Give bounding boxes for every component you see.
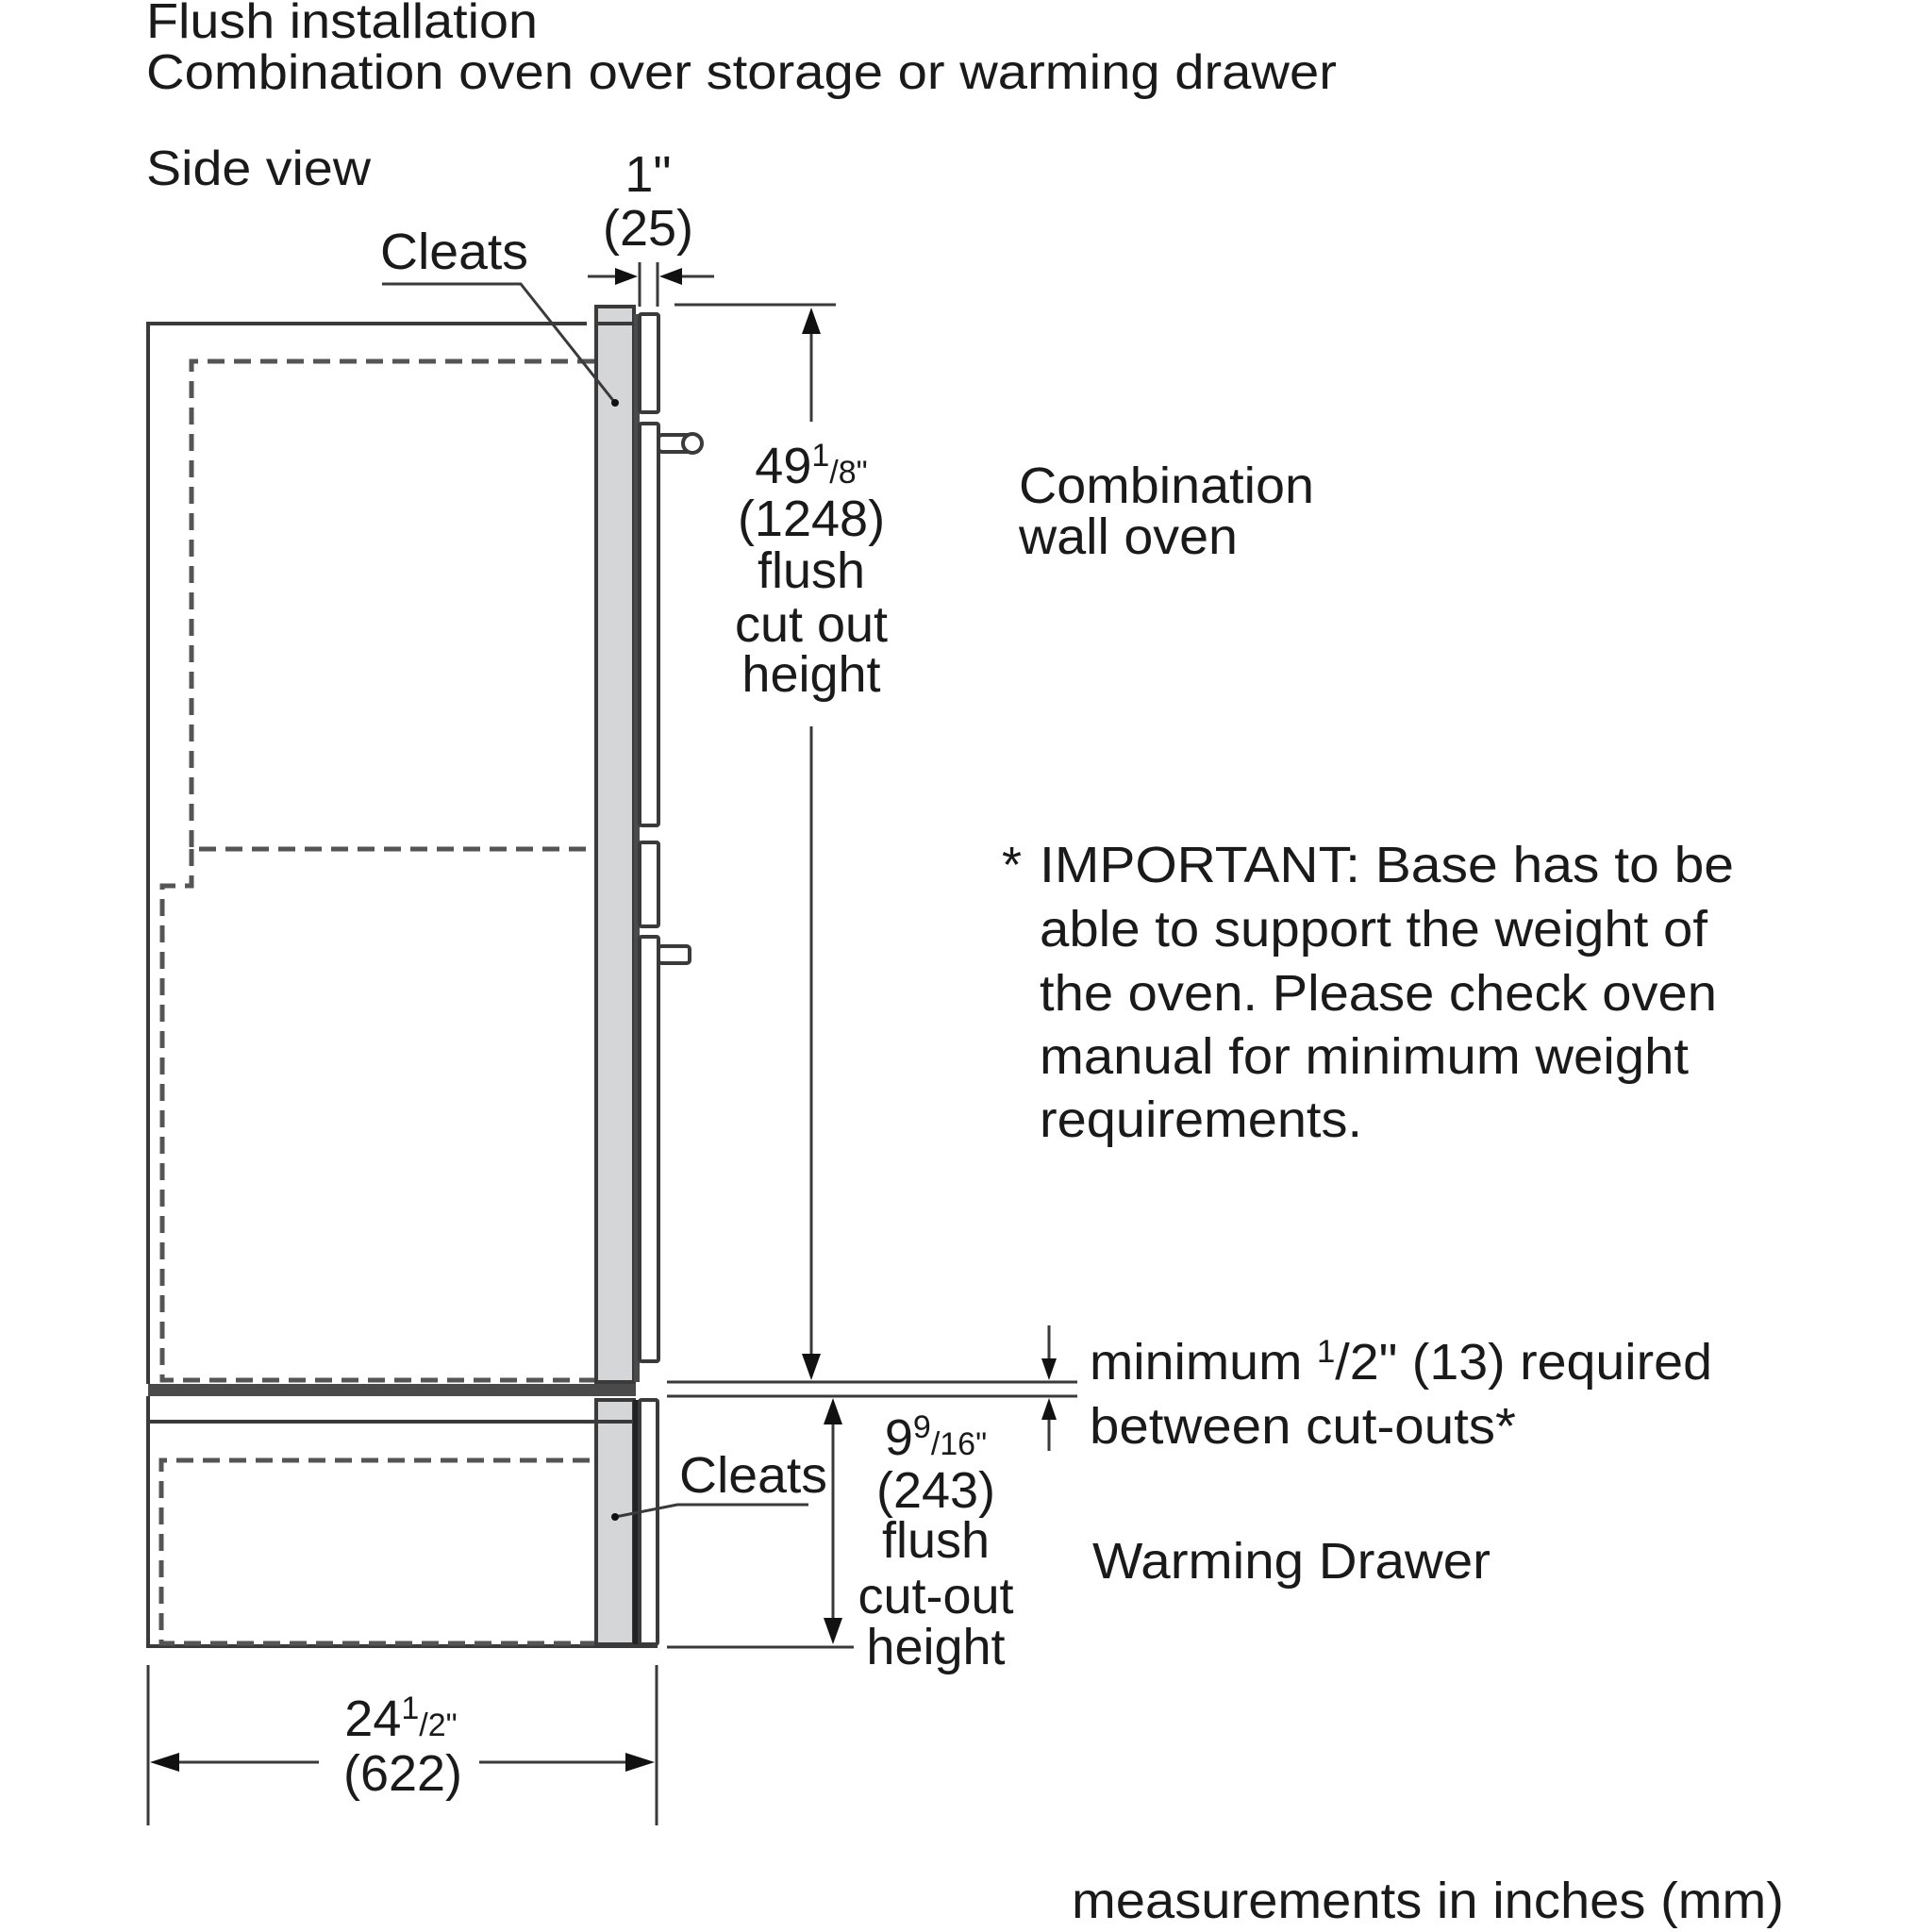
warming-drawer-front	[638, 1398, 659, 1646]
cleats-point-lower	[611, 1513, 619, 1521]
lower-cleat-edge	[633, 1400, 639, 1644]
lower-cleat	[594, 1398, 636, 1646]
oven-lower-dashed-outline	[159, 849, 594, 1383]
important-note: * IMPORTANT: Base has to be able to supp…	[1002, 837, 1734, 1148]
gap-label-line2: between cut-outs*	[1090, 1398, 1516, 1455]
warming-drawer-label: Warming Drawer	[1092, 1533, 1491, 1590]
upper-oven-door	[638, 422, 660, 827]
cleats-leader-lower	[614, 1503, 808, 1519]
control-panel	[638, 312, 660, 414]
upper-cabinet	[146, 322, 594, 1384]
cabinet-depth-mm: (622)	[343, 1745, 462, 1802]
note-line-5: requirements.	[1040, 1091, 1362, 1148]
note-asterisk: *	[1002, 837, 1022, 893]
oven-cutout-inches: 491/8"	[755, 438, 867, 494]
combination-oven-label-line2: wall oven	[1018, 508, 1238, 565]
view-label: Side view	[146, 142, 371, 196]
upper-cleat	[594, 305, 636, 1384]
measurement-units-note: measurements in inches (mm)	[1072, 1873, 1784, 1929]
cleat-depth-inches: 1"	[625, 146, 671, 203]
cabinet-outline-lower	[146, 1396, 658, 1648]
drawer-cutout-line3: height	[866, 1619, 1005, 1675]
oven-cutout-mm: (1248)	[738, 491, 885, 547]
diagram-subtitle: Combination oven over storage or warming…	[146, 45, 1337, 100]
gap-label-line1: minimum 1/2" (13) required	[1090, 1334, 1712, 1391]
note-line-1: IMPORTANT: Base has to be	[1040, 837, 1734, 893]
cleat-depth-mm: (25)	[603, 200, 693, 257]
cleats-point-upper	[611, 399, 619, 407]
oven-cutout-line1: flush	[758, 542, 865, 599]
drawer-cutout-inches: 99/16"	[885, 1409, 987, 1466]
drawer-cutout-mm: (243)	[876, 1462, 995, 1519]
cabinet-depth-dimension	[146, 1665, 658, 1825]
gap-dimension	[667, 1325, 1077, 1451]
note-line-2: able to support the weight of	[1040, 901, 1708, 958]
cleats-leader-upper	[382, 282, 617, 404]
oven-upper-dashed-outline	[189, 358, 594, 852]
upper-cleat-edge	[634, 314, 640, 1382]
cleats-label-upper: Cleats	[380, 224, 528, 280]
cabinet-outline-upper	[146, 322, 587, 1384]
middle-panel	[638, 841, 660, 928]
drawer-cutout-dimension	[667, 1398, 854, 1649]
oven-cutout-line2: cut out	[735, 596, 888, 653]
cleat-depth-dimension	[588, 262, 714, 307]
upper-cleat-strip	[594, 305, 640, 1384]
handle-knob	[681, 432, 704, 455]
drawer-cutout-line1: flush	[882, 1512, 990, 1569]
cleats-label-lower: Cleats	[679, 1447, 827, 1504]
separator-band	[148, 1384, 636, 1396]
note-line-4: manual for minimum weight	[1040, 1028, 1689, 1085]
lower-cabinet	[146, 1396, 658, 1648]
diagram-title: Flush installation	[146, 0, 538, 49]
lower-oven-door	[638, 935, 660, 1363]
oven-front	[638, 312, 704, 1363]
drawer-dashed-outline	[158, 1457, 594, 1646]
drawer-cutout-line2: cut-out	[858, 1568, 1013, 1624]
lower-door-handle	[657, 944, 691, 965]
cabinet-depth-inches: 241/2"	[344, 1690, 457, 1747]
lower-cleat-strip	[594, 1398, 639, 1646]
oven-cutout-line3: height	[741, 646, 880, 703]
combination-oven-label-line1: Combination	[1019, 458, 1314, 514]
note-line-3: the oven. Please check oven	[1040, 965, 1717, 1022]
oven-cutout-dimension	[675, 303, 836, 1380]
